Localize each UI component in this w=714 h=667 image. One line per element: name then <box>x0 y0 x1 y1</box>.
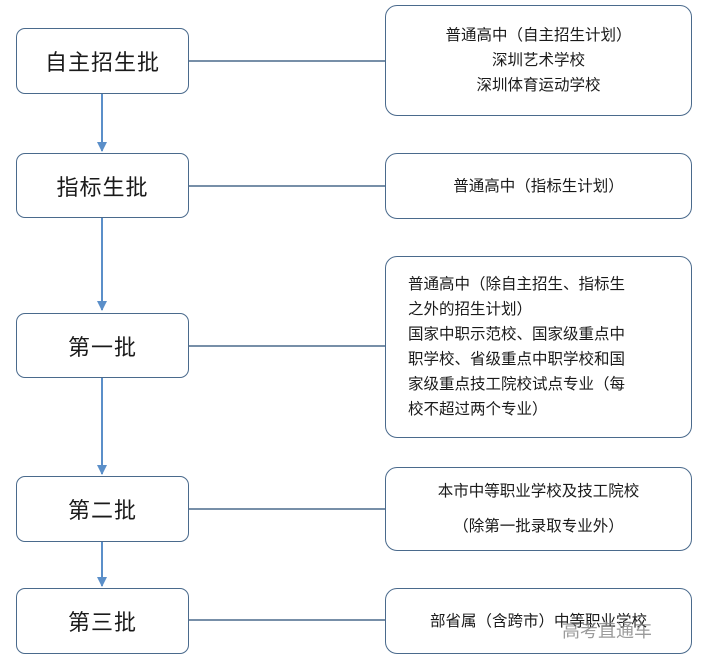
detail-line: 普通高中（除自主招生、指标生 <box>408 275 626 293</box>
detail-line: 校不超过两个专业） <box>408 400 548 418</box>
detail-line: 深圳艺术学校 <box>491 51 585 69</box>
batch-label: 指标生批 <box>56 175 149 201</box>
detail-line: 家级重点技工院校试点专业（每 <box>408 375 626 393</box>
watermark: 高考直通车 <box>562 621 652 642</box>
detail-line: 深圳体育运动学校 <box>476 76 601 94</box>
detail-box-first: 普通高中（除自主招生、指标生 之外的招生计划） 国家中职示范校、国家级重点中 职… <box>385 256 692 438</box>
detail-line: （除第一批录取专业外） <box>453 517 624 535</box>
detail-line: 国家中职示范校、国家级重点中 <box>408 325 626 343</box>
detail-box-quota: 普通高中（指标生计划） <box>385 153 692 219</box>
detail-line: 本市中等职业学校及技工院校 <box>437 482 640 500</box>
batch-box-first: 第一批 <box>16 313 189 378</box>
batch-label: 第一批 <box>67 335 137 361</box>
detail-box-autonomous: 普通高中（自主招生计划） 深圳艺术学校 深圳体育运动学校 <box>385 5 692 116</box>
batch-box-quota: 指标生批 <box>16 153 189 218</box>
batch-box-third: 第三批 <box>16 588 189 654</box>
batch-box-second: 第二批 <box>16 476 189 542</box>
detail-line: 普通高中（指标生计划） <box>453 176 624 195</box>
detail-line: 之外的招生计划） <box>408 300 533 318</box>
detail-line: 职学校、省级重点中职学校和国 <box>408 350 626 368</box>
batch-label: 自主招生批 <box>44 51 160 76</box>
batch-box-autonomous: 自主招生批 <box>16 28 189 94</box>
batch-label: 第三批 <box>67 611 137 636</box>
detail-line: 部省属（含跨市）中等职业学校 <box>429 611 647 630</box>
detail-line: 普通高中（自主招生计划） <box>445 26 632 44</box>
batch-label: 第二批 <box>67 499 137 524</box>
detail-box-second: 本市中等职业学校及技工院校 （除第一批录取专业外） <box>385 467 692 551</box>
detail-box-third: 部省属（含跨市）中等职业学校 <box>385 588 692 654</box>
